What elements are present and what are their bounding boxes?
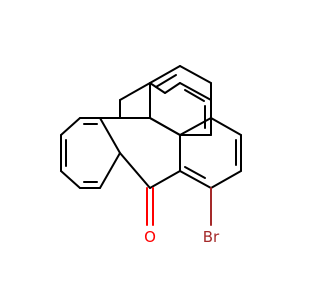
bond <box>60 117 81 136</box>
bond <box>210 170 242 189</box>
bond <box>149 170 181 189</box>
bond <box>119 82 151 101</box>
bond <box>164 82 181 94</box>
bond <box>149 65 181 84</box>
bond <box>119 152 151 189</box>
bond <box>179 170 212 189</box>
bond <box>99 117 121 154</box>
bond <box>60 170 81 189</box>
bond <box>179 82 212 101</box>
structure-diagram: O Br <box>0 0 300 300</box>
bonds <box>60 65 242 226</box>
bond <box>179 65 212 84</box>
atom-labels: O Br <box>144 228 220 246</box>
bond <box>184 166 206 179</box>
bond <box>149 82 166 94</box>
bond <box>99 152 121 189</box>
canvas-background <box>0 0 300 300</box>
bond <box>179 117 212 136</box>
bond <box>210 117 242 136</box>
bond <box>149 117 181 136</box>
bond <box>155 74 177 88</box>
bromine-atom-label: Br <box>203 228 220 246</box>
oxygen-atom-label: O <box>144 228 156 246</box>
bond <box>184 89 205 102</box>
